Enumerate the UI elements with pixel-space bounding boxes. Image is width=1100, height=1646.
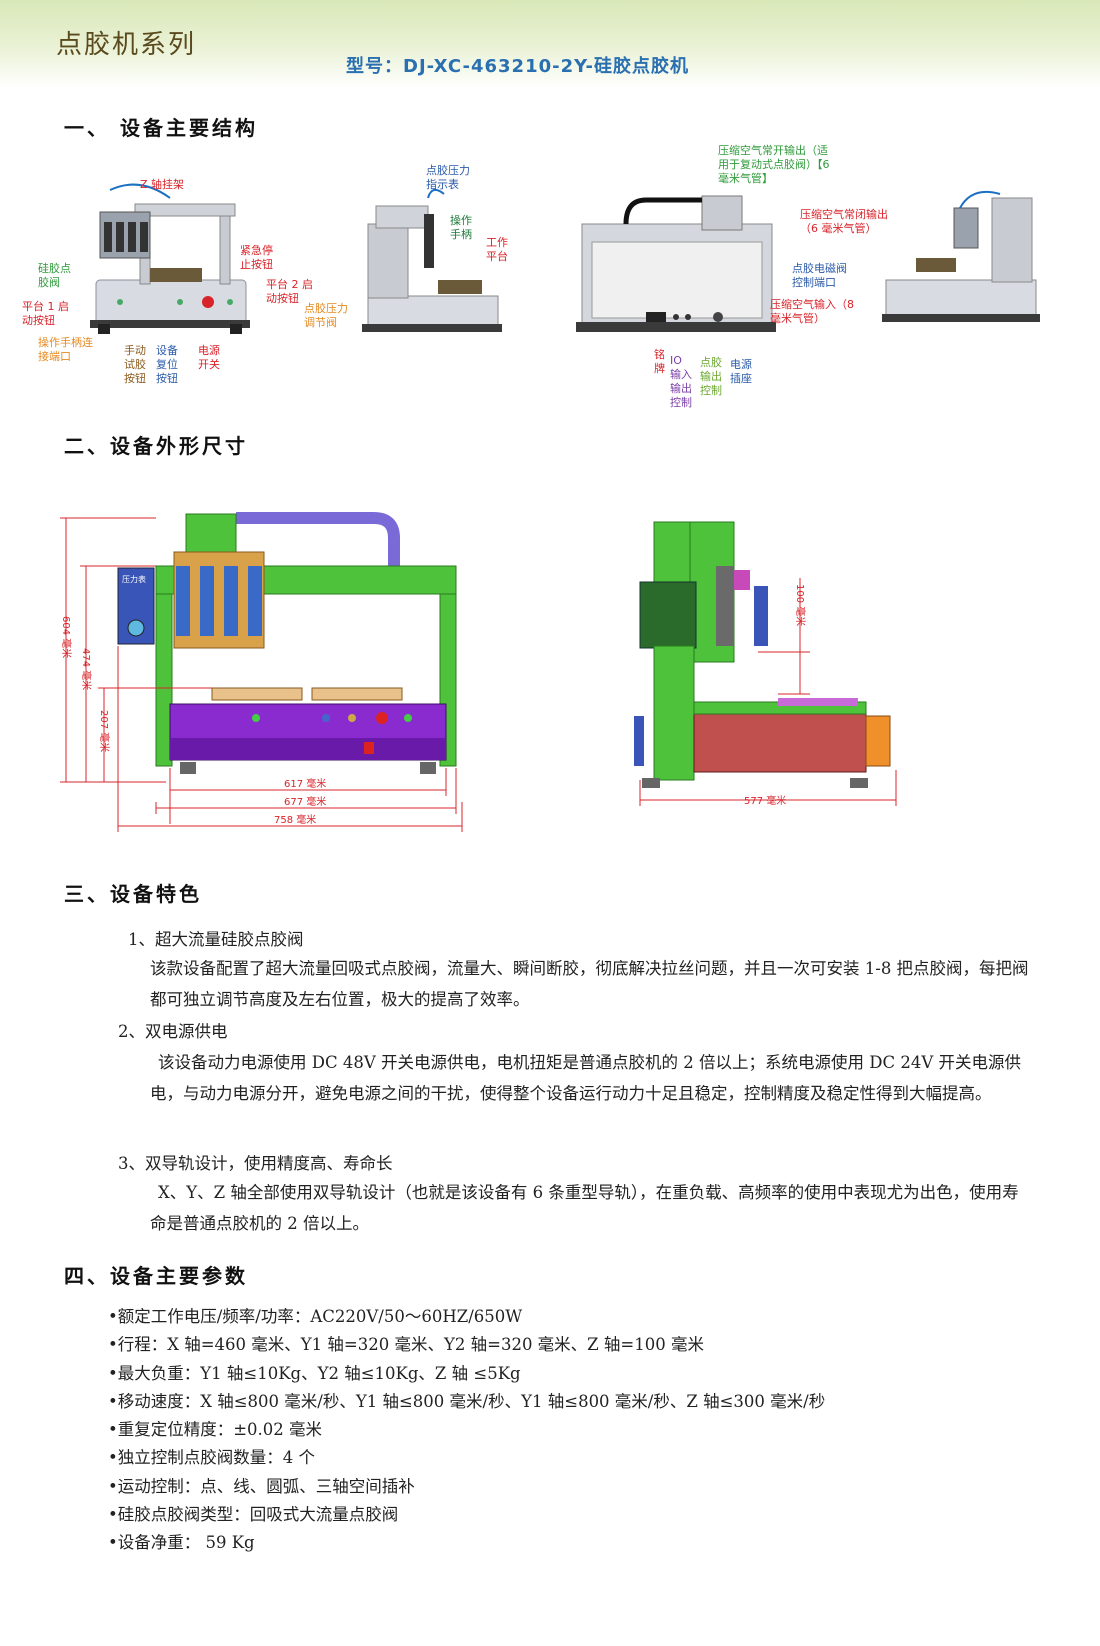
dim-604: 604 毫米 bbox=[60, 616, 73, 658]
dim-758: 758 毫米 bbox=[274, 813, 316, 826]
label-platform2-start: 平台 2 启动按钮 bbox=[266, 278, 313, 305]
brand-title: 点胶机系列 bbox=[56, 30, 197, 60]
label-air-normally-closed: 压缩空气常闭输出（6 毫米气管） bbox=[800, 208, 888, 235]
label-pressure-valve: 点胶压力调节阀 bbox=[304, 302, 348, 329]
label-handle-port: 操作手柄连接端口 bbox=[38, 336, 93, 363]
label-air-normally-open: 压缩空气常开输出（适用于复动式点胶阀）【6毫米气管】 bbox=[718, 144, 830, 185]
machine-photo-back bbox=[576, 195, 776, 332]
dim-474: 474 毫米 bbox=[80, 648, 93, 690]
label-z-mount: Z 轴挂架 bbox=[140, 178, 185, 191]
machine-photo-side bbox=[362, 188, 502, 332]
machine-photo-front bbox=[90, 183, 250, 334]
dim-577: 577 毫米 bbox=[744, 794, 786, 807]
label-glue-output: 点胶输出控制 bbox=[700, 356, 722, 397]
param-motion-control: •运动控制：点、线、圆弧、三轴空间插补 bbox=[108, 1476, 415, 1496]
label-glue-valve: 硅胶点胶阀 bbox=[38, 262, 71, 289]
label-pressure-gauge: 点胶压力指示表 bbox=[426, 164, 470, 191]
section-title-features: 三、设备特色 bbox=[64, 882, 202, 906]
param-valve-type: •硅胶点胶阀类型：回吸式大流量点胶阀 bbox=[108, 1505, 399, 1525]
dim-100: 100 毫米 bbox=[794, 584, 807, 626]
label-nameplate: 铭牌 bbox=[654, 348, 665, 375]
section-title-dimensions: 二、设备外形尺寸 bbox=[64, 434, 248, 458]
label-reset: 设备复位按钮 bbox=[156, 344, 178, 385]
feature-2-title: 2、双电源供电 bbox=[118, 1022, 228, 1041]
label-power-socket: 电源插座 bbox=[730, 358, 752, 385]
param-voltage: •额定工作电压/频率/功率：AC220V/50～60HZ/650W bbox=[108, 1307, 523, 1326]
param-valve-count: •独立控制点胶阀数量：4 个 bbox=[108, 1448, 315, 1468]
cad-side-view: 100 毫米 577 毫米 bbox=[634, 521, 897, 807]
feature-3-title: 3、双导轨设计，使用精度高、寿命长 bbox=[118, 1154, 393, 1173]
dim-617: 617 毫米 bbox=[284, 777, 326, 790]
param-net-weight: •设备净重： 59 Kg bbox=[108, 1533, 255, 1553]
dim-207: 207 毫米 bbox=[98, 710, 111, 752]
gauge-label: 压力表 bbox=[122, 574, 146, 584]
label-platform1-start: 平台 1 启动按钮 bbox=[22, 300, 69, 327]
label-power: 电源开关 bbox=[198, 344, 220, 371]
feature-2-body: 该设备动力电源使用 DC 48V 开关电源供电，电机扭矩是普通点胶机的 2 倍以… bbox=[150, 1053, 1021, 1103]
feature-3-body: X、Y、Z 轴全部使用双导轨设计（也就是该设备有 6 条重型导轨），在重负载、高… bbox=[150, 1183, 1019, 1233]
cad-front-view: 压力表 604 毫米 474 毫米 207 毫米 617 毫米 677 毫米 7… bbox=[60, 512, 463, 832]
label-io-control: IO 输入输出控制 bbox=[670, 354, 692, 409]
label-manual-test: 手动试胶按钮 bbox=[124, 344, 146, 385]
page-header-band bbox=[0, 0, 1100, 88]
label-air-input: 压缩空气输入（8 毫米气管） bbox=[770, 298, 854, 325]
section-title-structure: 一、 设备主要结构 bbox=[64, 116, 258, 140]
params-list: •额定工作电压/频率/功率：AC220V/50～60HZ/650W •行程：X … bbox=[108, 1303, 825, 1558]
label-solenoid-port: 点胶电磁阀控制端口 bbox=[792, 262, 847, 289]
section-title-params: 四、设备主要参数 bbox=[64, 1264, 248, 1288]
machine-photo-rear bbox=[882, 190, 1040, 322]
param-repeat-accuracy: •重复定位精度：±0.02 毫米 bbox=[108, 1420, 323, 1440]
param-speed: •移动速度：X 轴≤800 毫米/秒、Y1 轴≤800 毫米/秒、Y1 轴≤80… bbox=[108, 1391, 826, 1411]
param-max-load: •最大负重：Y1 轴≤10Kg、Y2 轴≤10Kg、Z 轴 ≤5Kg bbox=[108, 1363, 521, 1383]
feature-1-body: 该款设备配置了超大流量回吸式点胶阀，流量大、瞬间断胶，彻底解决拉丝问题，并且一次… bbox=[150, 959, 1029, 1009]
param-travel: •行程：X 轴=460 毫米、Y1 轴=320 毫米、Y2 轴=320 毫米、Z… bbox=[108, 1335, 704, 1355]
feature-1-title: 1、超大流量硅胶点胶阀 bbox=[128, 930, 304, 949]
model-title: 型号：DJ-XC-463210-2Y-硅胶点胶机 bbox=[346, 56, 689, 77]
label-estop: 紧急停止按钮 bbox=[240, 244, 273, 271]
dim-677: 677 毫米 bbox=[284, 795, 326, 808]
label-platform: 工作平台 bbox=[486, 236, 508, 263]
label-handle: 操作手柄 bbox=[450, 214, 472, 241]
